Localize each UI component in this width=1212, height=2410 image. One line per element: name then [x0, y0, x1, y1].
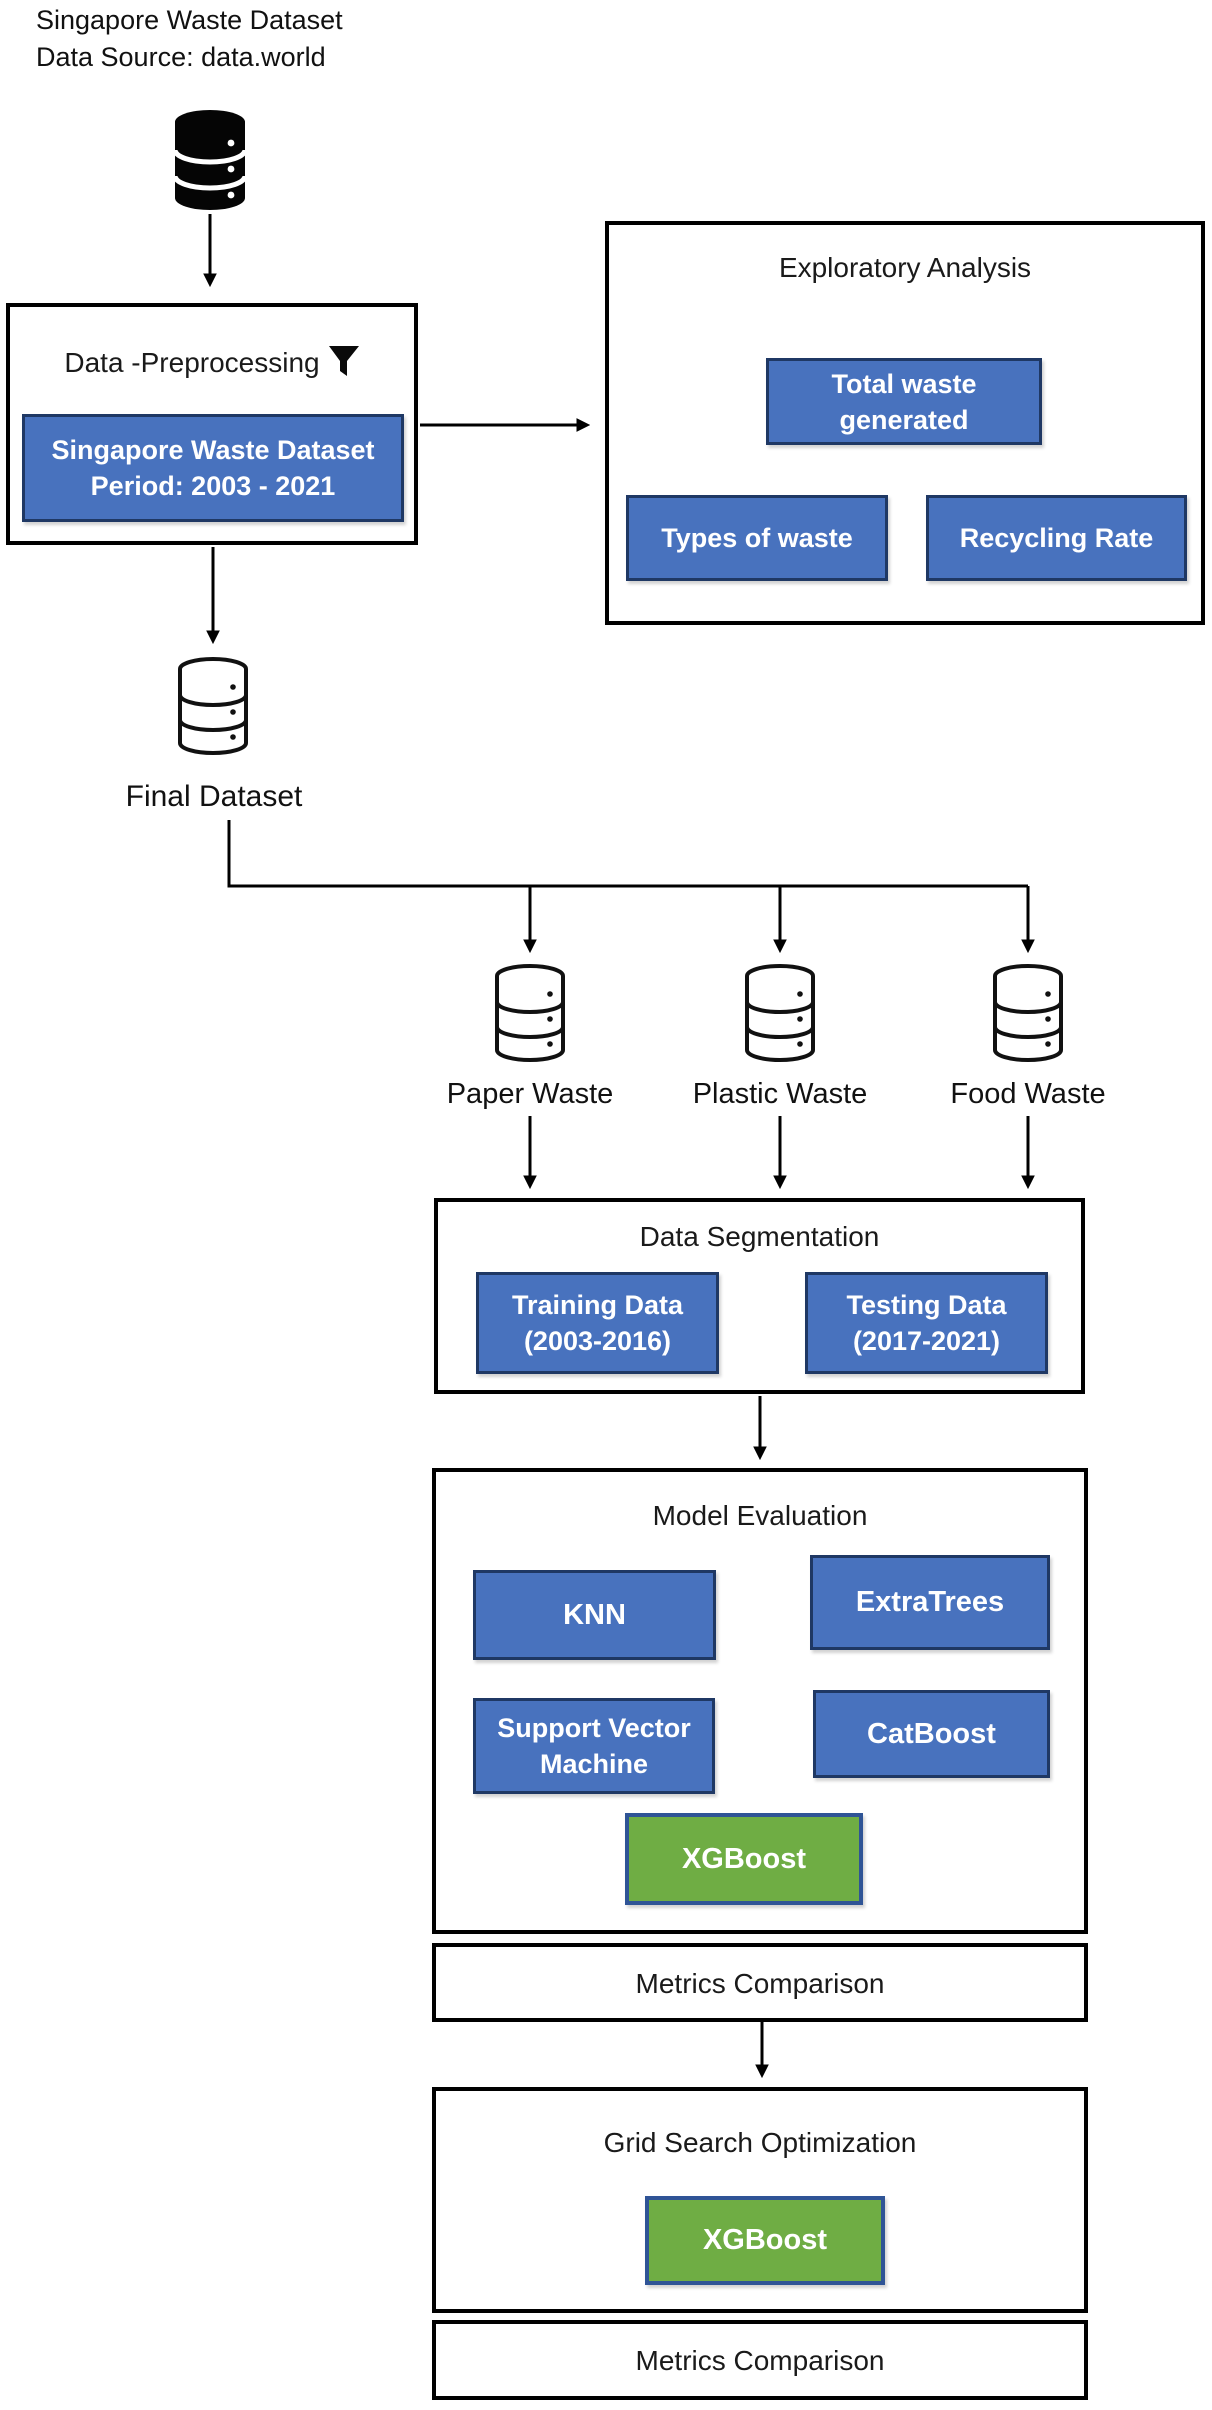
svm-line1: Support Vector: [497, 1713, 691, 1743]
grid-search-title: Grid Search Optimization: [603, 2127, 917, 2158]
knn-chip: KNN: [473, 1570, 716, 1660]
paper-waste-label: Paper Waste: [446, 1078, 614, 1110]
food-waste-label: Food Waste: [950, 1078, 1106, 1110]
total-waste-line1: Total waste: [831, 368, 977, 399]
metrics-comparison-1-label: Metrics Comparison: [635, 1968, 885, 1999]
metrics-comparison-bar-2: [432, 2320, 1088, 2400]
source-note-line1: Singapore Waste Dataset: [36, 5, 343, 35]
total-waste-line2: generated: [839, 404, 969, 435]
testing-data-line2: (2017-2021): [852, 1326, 1001, 1356]
training-data-chip: Training Data (2003-2016): [476, 1272, 719, 1374]
metrics-comparison-2-label: Metrics Comparison: [635, 2345, 885, 2376]
catboost-label: CatBoost: [867, 1717, 996, 1750]
knn-label: KNN: [563, 1598, 626, 1631]
plastic-waste-label: Plastic Waste: [692, 1078, 868, 1110]
paper-waste-database-icon: [495, 964, 565, 1062]
dataset-period-chip: Singapore Waste Dataset Period: 2003 - 2…: [22, 414, 404, 522]
extratrees-label: ExtraTrees: [855, 1586, 1005, 1618]
catboost-chip: CatBoost: [813, 1690, 1050, 1778]
total-waste-generated-chip: Total waste generated: [766, 358, 1042, 445]
xgboost-gridsearch-chip: XGBoost: [645, 2196, 885, 2285]
xgboost-eval-chip: XGBoost: [625, 1813, 863, 1905]
svm-chip: Support Vector Machine: [473, 1698, 715, 1794]
source-note-line2: Data Source: data.world: [36, 42, 326, 72]
recycling-rate-label: Recycling Rate: [959, 523, 1154, 553]
extratrees-chip: ExtraTrees: [810, 1555, 1050, 1650]
food-waste-database-icon: [993, 964, 1063, 1062]
source-note: Singapore Waste Dataset Data Source: dat…: [36, 2, 343, 76]
final-dataset-label: Final Dataset: [125, 780, 303, 813]
connector-final-dataset-branch: [227, 820, 1028, 888]
training-data-line2: (2003-2016): [523, 1326, 672, 1356]
xgboost-gridsearch-label: XGBoost: [702, 2224, 828, 2256]
training-data-line1: Training Data: [511, 1290, 684, 1320]
preprocessing-title-row: Data -Preprocessing: [6, 345, 418, 381]
final-dataset-database-icon: [178, 657, 248, 755]
preprocessing-title: Data -Preprocessing: [64, 347, 320, 378]
filter-icon: [328, 346, 359, 376]
model-evaluation-title: Model Evaluation: [652, 1500, 868, 1531]
recycling-rate-chip: Recycling Rate: [926, 495, 1187, 581]
dataset-period-line1: Singapore Waste Dataset: [51, 435, 375, 465]
types-of-waste-label: Types of waste: [661, 523, 853, 553]
xgboost-eval-label: XGBoost: [681, 1842, 807, 1875]
types-of-waste-chip: Types of waste: [626, 495, 888, 581]
source-database-icon: [172, 110, 248, 210]
plastic-waste-database-icon: [745, 964, 815, 1062]
segmentation-title: Data Segmentation: [639, 1221, 880, 1252]
dataset-period-line2: Period: 2003 - 2021: [90, 471, 336, 501]
testing-data-line1: Testing Data: [846, 1290, 1007, 1320]
svm-line2: Machine: [539, 1749, 649, 1779]
metrics-comparison-bar-1: [432, 1943, 1088, 2022]
testing-data-chip: Testing Data (2017-2021): [805, 1272, 1048, 1374]
exploratory-title: Exploratory Analysis: [778, 252, 1032, 283]
